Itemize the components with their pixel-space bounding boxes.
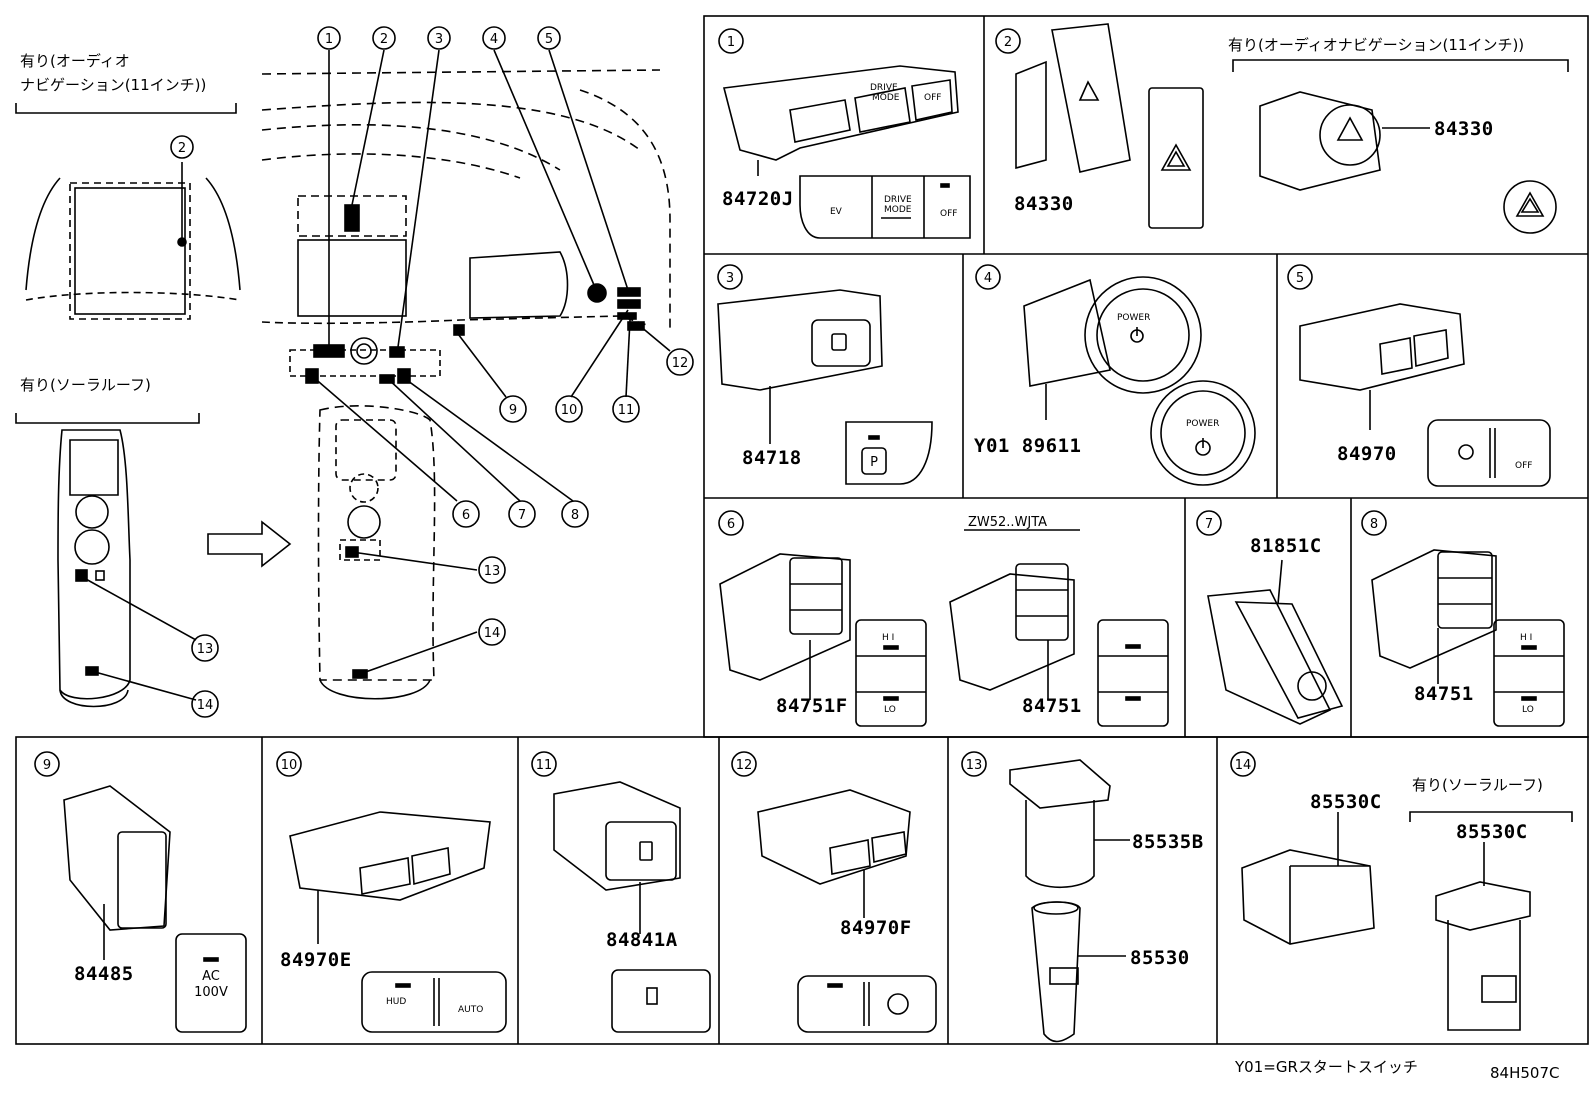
footer-code: 84H507C [1490, 1064, 1559, 1082]
callout-6: 6 [462, 508, 470, 523]
panel-5-part-number: 84970 [1337, 443, 1397, 465]
panel-1-number: 1 [727, 35, 735, 50]
overview-audio-note-2: ナビゲーション(11インチ)) [20, 76, 206, 94]
panel-13-number: 13 [966, 758, 983, 773]
callout-7: 7 [518, 508, 526, 523]
panel-9-number: 9 [43, 758, 51, 773]
callout-9: 9 [509, 403, 517, 418]
panel-11-number: 11 [536, 758, 553, 773]
overview-solar-detail [15, 413, 292, 708]
callout-13-solar: 13 [197, 642, 214, 657]
panel-4-power-label-a: POWER [1117, 313, 1150, 323]
panel-4-number: 4 [984, 271, 992, 286]
panel-1-off-key-label: OFF [940, 209, 957, 219]
panel-14-part-left: 85530C [1310, 791, 1382, 813]
panel-6-number: 6 [727, 517, 735, 532]
callout-10: 10 [561, 403, 578, 418]
panel-7-part-number: 81851C [1250, 535, 1322, 557]
panel-3-part-number: 84718 [742, 447, 802, 469]
panel-2-part-left: 84330 [1014, 193, 1074, 215]
footer-note: Y01=GRスタートスイッチ [1234, 1058, 1418, 1076]
panel-6-part-left: 84751F [776, 695, 848, 717]
panel-3-illustration [717, 289, 933, 485]
panel-13-part-bottom: 85530 [1130, 947, 1190, 969]
panel-2-note: 有り(オーディオナビゲーション(11インチ)) [1228, 36, 1524, 54]
panel-2-illustration [1015, 23, 1569, 234]
callout-2-detail: 2 [178, 141, 186, 156]
callout-13: 13 [484, 564, 501, 579]
callout-2: 2 [380, 32, 388, 47]
panel-3-p-key-label: P [870, 455, 878, 470]
overview-dashboard [261, 49, 671, 700]
panel-9-part-number: 84485 [74, 963, 134, 985]
callout-14-solar: 14 [197, 698, 214, 713]
panel-12-illustration [757, 789, 937, 1033]
panel-14-number: 14 [1235, 758, 1252, 773]
panel-10-number: 10 [281, 758, 298, 773]
panel-1-mode-key-label: MODE [884, 205, 912, 215]
panel-12-number: 12 [736, 758, 753, 773]
panel-10-part-number: 84970E [280, 949, 352, 971]
panel-6-model-note: ZW52..WJTA [968, 515, 1047, 530]
panel-number-circles [34, 28, 1387, 777]
callout-1: 1 [325, 32, 333, 47]
panel-6-part-right: 84751 [1022, 695, 1082, 717]
panel-2-part-right: 84330 [1434, 118, 1494, 140]
panel-4-part-number: Y01 89611 [974, 435, 1081, 457]
panel-10-auto-label: AUTO [458, 1005, 483, 1015]
panel-7-number: 7 [1205, 517, 1213, 532]
panel-9-illustration [63, 785, 247, 1033]
panel-8-part-number: 84751 [1414, 683, 1474, 705]
panel-6-illustration [719, 529, 1169, 727]
panel-1-drive-key-label: DRIVE [884, 195, 912, 205]
panel-14-note: 有り(ソーラルーフ) [1412, 776, 1543, 794]
overview-audio-note-1: 有り(オーディオ [20, 52, 130, 70]
callout-4: 4 [490, 32, 498, 47]
panel-10-illustration [289, 811, 507, 1033]
panel-8-number: 8 [1370, 517, 1378, 532]
panel-14-part-right: 85530C [1456, 821, 1528, 843]
panel-5-illustration [1299, 303, 1551, 487]
panel-13-part-top: 85535B [1132, 831, 1204, 853]
callout-5: 5 [545, 32, 553, 47]
callout-8: 8 [571, 508, 579, 523]
panel-6-hi-label: H I [882, 633, 894, 643]
callout-11: 11 [618, 403, 635, 418]
panel-8-hi-label: H I [1520, 633, 1532, 643]
panel-1-off-label: OFF [924, 93, 941, 103]
panel-11-illustration [553, 781, 711, 1033]
panel-3-number: 3 [726, 271, 734, 286]
panel-8-lo-label: LO [1522, 705, 1534, 715]
panel-9-v-label: 100V [194, 985, 228, 1000]
overview-audio-detail [15, 103, 241, 320]
panel-11-part-number: 84841A [606, 929, 678, 951]
panel-5-off-label: OFF [1515, 461, 1532, 471]
overview-callouts [170, 26, 694, 718]
panel-1-mode-label: MODE [872, 93, 900, 103]
panel-1-illustration [722, 65, 971, 239]
panel-12-part-number: 84970F [840, 917, 912, 939]
panel-2-number: 2 [1004, 35, 1012, 50]
panel-1-part-number: 84720J [722, 188, 794, 210]
panel-4-power-label-b: POWER [1186, 419, 1219, 429]
panel-7-illustration [1207, 559, 1344, 725]
callout-12: 12 [672, 356, 689, 371]
callout-14: 14 [484, 626, 501, 641]
panel-13-illustration [1009, 759, 1130, 1043]
panel-4-illustration [1023, 276, 1256, 486]
panel-1-ev-key-label: EV [830, 207, 843, 217]
callout-3: 3 [435, 32, 443, 47]
panel-grid [15, 15, 1589, 1045]
panel-9-ac-label: AC [202, 969, 220, 984]
panel-14-illustration [1241, 811, 1573, 1031]
panel-6-lo-label: LO [884, 705, 896, 715]
panel-8-illustration [1371, 549, 1565, 727]
panel-1-drive-label: DRIVE [870, 83, 898, 93]
overview-solar-note: 有り(ソーラルーフ) [20, 376, 151, 394]
panel-5-number: 5 [1296, 271, 1304, 286]
panel-10-hud-label: HUD [386, 997, 406, 1007]
